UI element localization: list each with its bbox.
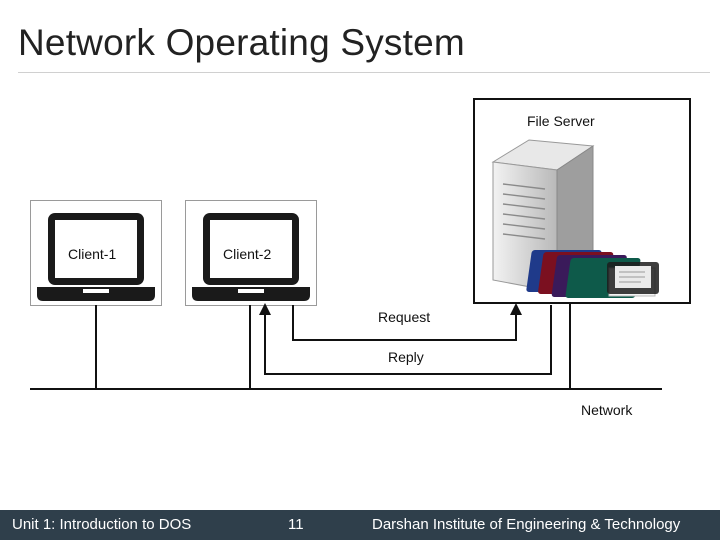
client-2-label: Client-2 <box>223 246 272 262</box>
network-label: Network <box>581 402 633 418</box>
laptop-icon <box>192 213 310 301</box>
folders-icon <box>526 250 659 298</box>
server-icon <box>491 139 659 298</box>
client-1-box <box>30 200 162 306</box>
footer-page-number: 11 <box>288 516 304 533</box>
reply-label: Reply <box>388 349 424 365</box>
footer-course: Unit 1: Introduction to DOS <box>12 516 192 533</box>
footer-bar <box>0 510 720 540</box>
request-label: Request <box>378 309 431 325</box>
reply-path <box>264 305 552 375</box>
title-divider <box>18 72 710 73</box>
client-1-label: Client-1 <box>68 246 117 262</box>
file-server-label: File Server <box>527 113 595 129</box>
request-path <box>292 305 517 341</box>
request-arrowhead <box>510 303 522 315</box>
client-2-box <box>185 200 317 306</box>
laptop-icon <box>37 213 155 301</box>
footer-institute: Darshan Institute of Engineering & Techn… <box>372 516 681 533</box>
slide-title: Network Operating System <box>18 22 465 63</box>
reply-arrowhead <box>259 303 271 315</box>
file-server-box <box>473 98 691 304</box>
